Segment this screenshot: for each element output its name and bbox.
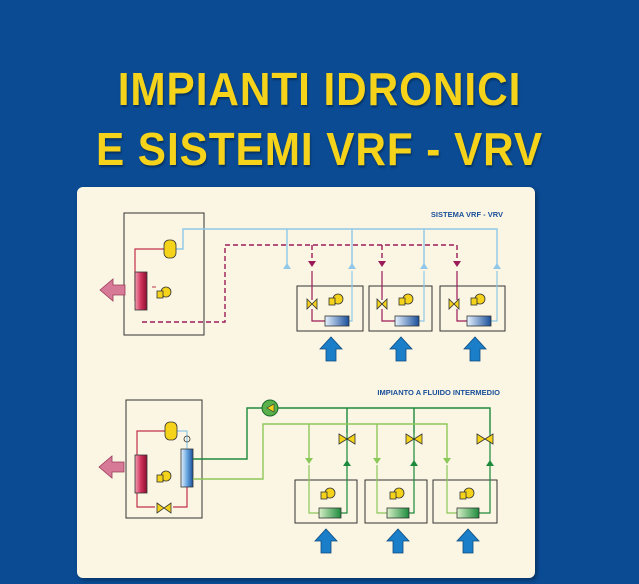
- heat-arrow-icon: [98, 455, 125, 479]
- compressor-icon: [164, 421, 178, 441]
- valve-icon: [405, 433, 423, 445]
- evaporator-exchanger: [180, 448, 194, 488]
- fan-icon: [328, 293, 344, 306]
- air-arrow-icon: [319, 336, 343, 362]
- fan-coil-2: [364, 433, 428, 554]
- fan-icon: [398, 293, 414, 306]
- fan-icon: [459, 487, 475, 500]
- air-arrow-icon: [314, 528, 338, 554]
- vrf-outdoor-unit: [99, 212, 498, 336]
- valve-icon: [338, 433, 356, 445]
- air-arrow-icon: [386, 528, 410, 554]
- vrf-indoor-unit-1: [296, 271, 364, 362]
- vrf-indoor-unit-3: [439, 271, 506, 362]
- fan-icon: [389, 487, 405, 500]
- system-diagram: SISTEMA VRF - VRV: [98, 210, 506, 554]
- air-arrow-icon: [456, 528, 480, 554]
- diagram-panel: SISTEMA VRF - VRV: [77, 187, 535, 578]
- air-arrow-icon: [463, 336, 487, 362]
- vrf-system-label: SISTEMA VRF - VRV: [431, 210, 503, 219]
- vrf-indoor-unit-2: [368, 271, 433, 362]
- title-line-2: E SISTEMI VRF - VRV: [95, 123, 544, 175]
- fan-icon: [320, 487, 336, 500]
- heat-arrow-icon: [99, 278, 126, 302]
- water-supply-loop: [193, 399, 491, 480]
- fan-coil-3: [432, 433, 498, 554]
- fan-coil-1: [294, 433, 358, 554]
- condenser-coil: [134, 454, 148, 494]
- valve-icon: [448, 298, 460, 310]
- fan-icon: [156, 470, 172, 483]
- valve-icon: [306, 298, 318, 310]
- chiller-unit: [98, 399, 203, 519]
- expansion-valve-icon: [156, 502, 172, 514]
- title-line-1: IMPIANTI IDRONICI: [117, 63, 522, 115]
- condenser-coil: [134, 271, 148, 311]
- fan-icon: [470, 293, 486, 306]
- fan-icon: [156, 286, 172, 299]
- vrf-distribution: [283, 229, 501, 269]
- valve-icon: [376, 298, 388, 310]
- compressor-icon: [163, 239, 177, 259]
- hydronic-system-label: IMPIANTO A FLUIDO INTERMEDIO: [377, 388, 500, 397]
- valve-icon: [476, 433, 494, 445]
- air-arrow-icon: [389, 336, 413, 362]
